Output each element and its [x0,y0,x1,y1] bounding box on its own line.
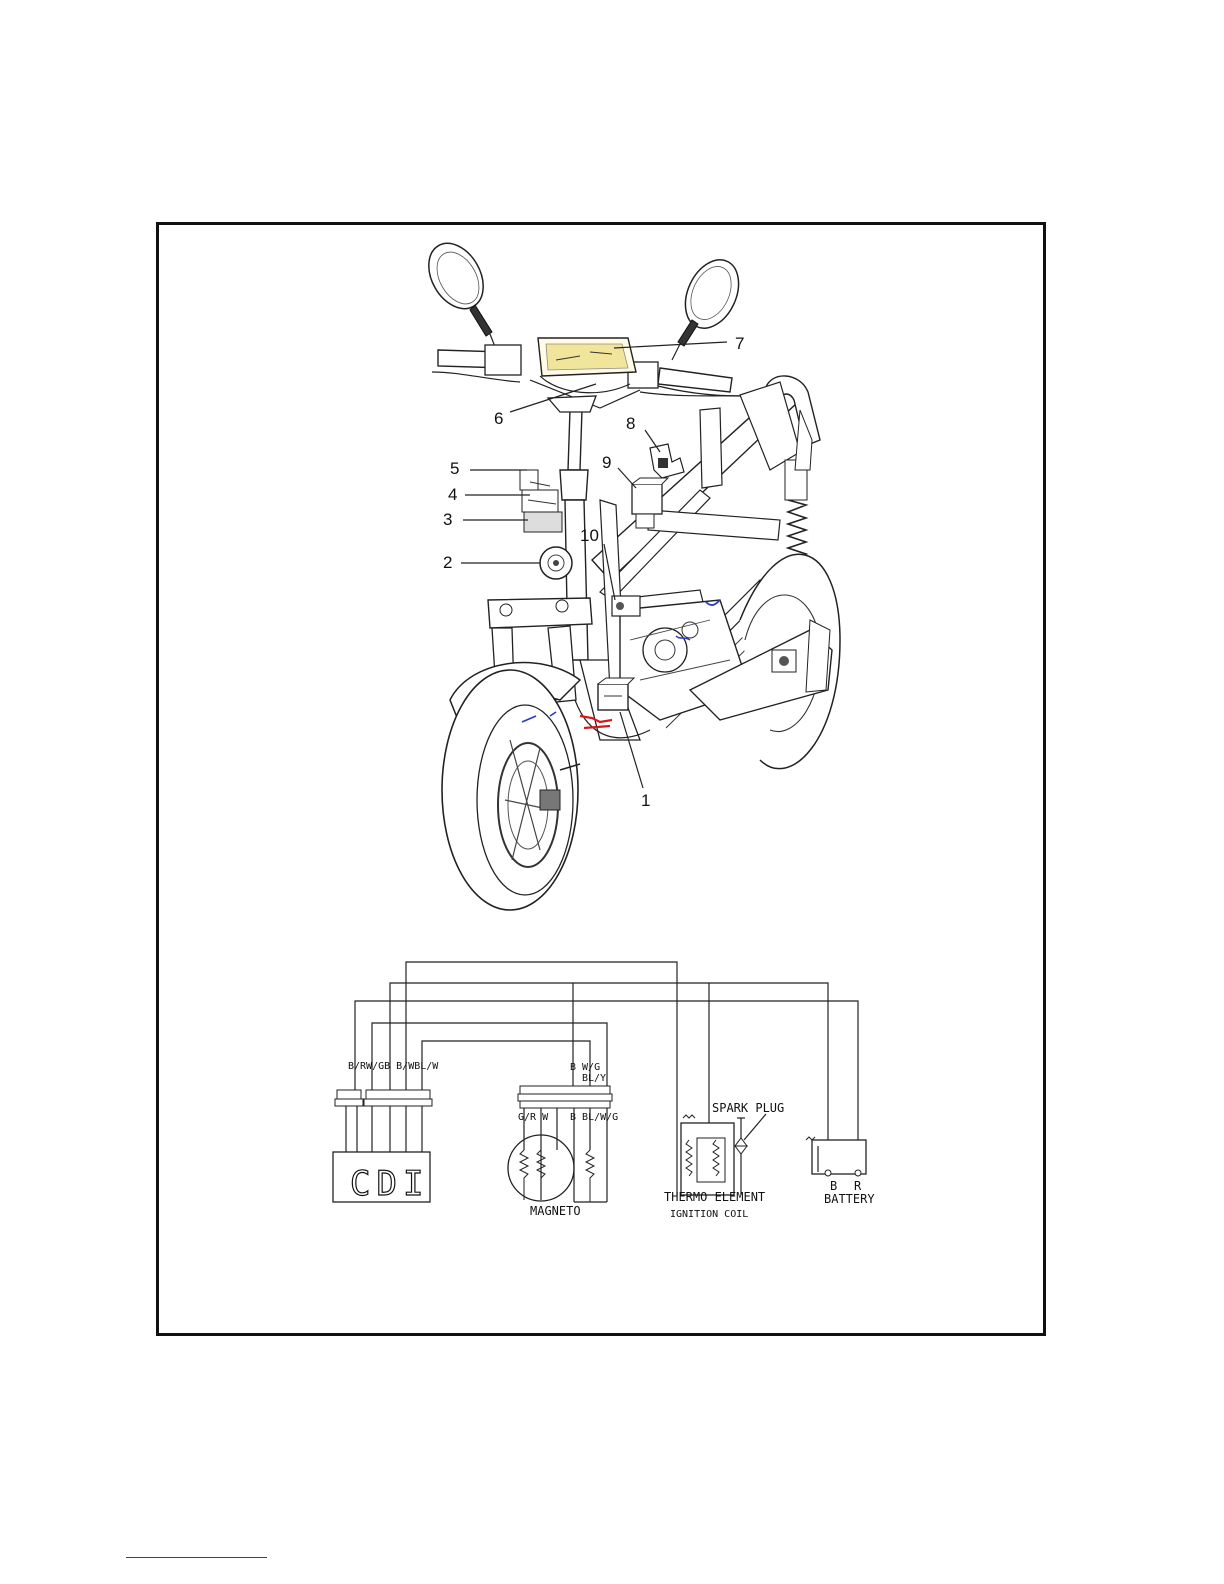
spark-plug-label: SPARK PLUG [712,1101,784,1115]
callout-5: 5 [450,459,459,478]
battery-symbol [806,1137,866,1176]
callout-7: 7 [735,334,744,353]
battery-terminal-r: R [854,1179,862,1193]
magneto-bottom-labels-right: B BL/W/G [570,1112,618,1123]
spark-plug-symbol [735,1114,766,1195]
part-8-component [650,444,684,478]
callout-2: 2 [443,553,452,572]
horn [540,547,572,579]
cdi-connector [335,1090,432,1152]
magneto-connector [518,1086,612,1108]
callout-10: 10 [580,526,599,545]
ignition-coil-label: IGNITION COIL [670,1209,748,1220]
battery-terminal-b: B [830,1179,837,1193]
callout-3: 3 [443,510,452,529]
relay-cluster [520,470,562,532]
scooter-chassis-drawing [418,234,840,910]
magneto-label: MAGNETO [530,1204,581,1218]
magneto-top-labels-1: B W/G [570,1062,600,1073]
callout-1: 1 [641,791,650,810]
magneto-top-labels-2: BL/Y [582,1073,606,1084]
callout-8: 8 [626,414,635,433]
cdi-wire-labels: B/RW/GB B/WBL/W [348,1061,439,1072]
magneto-bottom-labels-left: G/R W [518,1112,549,1123]
footer-rule [126,1557,267,1558]
battery-label: BATTERY [824,1192,875,1206]
wiring-schematic: B/RW/GB B/WBL/W CDI B W/G BL/Y G/R W B [333,962,875,1220]
callout-9: 9 [602,453,611,472]
left-mirror [418,234,497,352]
ignition-coil [681,1115,734,1195]
cdi-label: CDI [350,1164,429,1204]
part-10-component [612,596,640,616]
callout-6: 6 [494,409,503,428]
front-wheel [442,670,580,910]
callout-4: 4 [448,485,457,504]
thermo-element-label: THERMO ELEMENT [664,1190,765,1204]
part-1-cdi-unit [598,678,634,710]
